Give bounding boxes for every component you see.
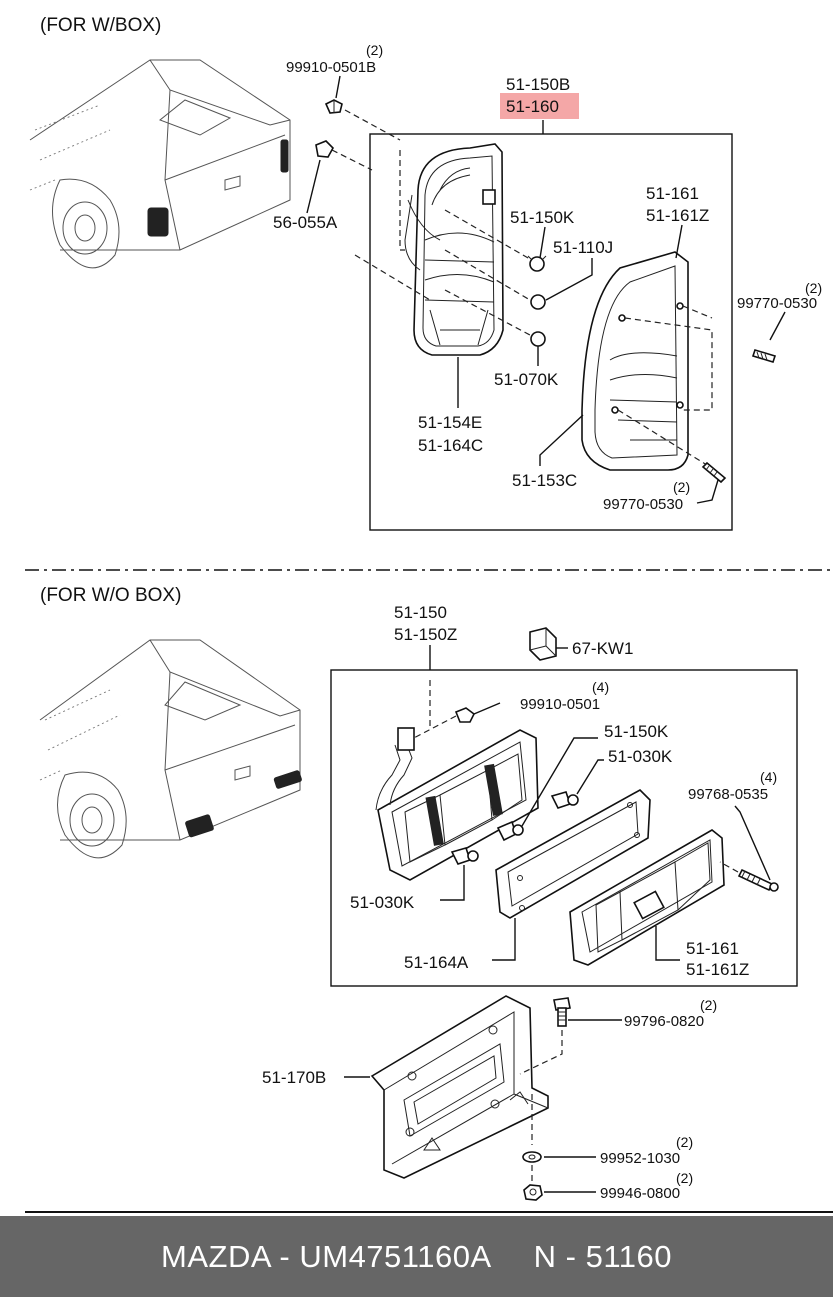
label-99770-0530-b: 99770-0530 — [603, 496, 683, 513]
truck-sketch-with-box — [29, 59, 291, 269]
label-99952-1030: 99952-1030 — [600, 1150, 680, 1167]
label-51-150K: 51-150K — [510, 208, 575, 227]
label-51-150: 51-150 — [394, 603, 447, 622]
label-qty-bolt: (2) — [700, 997, 717, 1013]
label-51-150K-b: 51-150K — [604, 722, 669, 741]
label-51-170B: 51-170B — [262, 1068, 326, 1087]
assembly-frame-with-box — [369, 133, 733, 531]
highlight-box — [500, 93, 579, 119]
label-qty-screw-b: (2) — [673, 479, 690, 495]
label-51-153C: 51-153C — [512, 471, 577, 490]
label-qty-washer: (2) — [676, 1134, 693, 1150]
label-51-110J: 51-110J — [553, 238, 613, 257]
label-51-161-b: 51-161 — [686, 939, 739, 958]
clip-icon — [324, 99, 343, 114]
label-67-KW1: 67-KW1 — [572, 639, 633, 658]
connector-icon — [529, 627, 557, 661]
label-qty-clip: (2) — [366, 42, 383, 58]
lens-without-box — [569, 829, 725, 966]
screw-icon — [751, 349, 777, 363]
bulb-51-150K-icon — [527, 255, 547, 272]
parts-diagram: (FOR W/BOX) 51-150B 51-160 (2) 99910-050… — [25, 15, 833, 1213]
gasket-without-box — [495, 789, 651, 919]
lens-with-box — [581, 251, 689, 471]
label-51-070K: 51-070K — [494, 370, 559, 389]
label-qty-nut: (2) — [676, 1170, 693, 1186]
lamp-housing-with-box — [404, 143, 504, 356]
footer-part-number: MAZDA - UM4751160A — [161, 1238, 492, 1274]
screw-icon — [701, 461, 727, 484]
label-51-164C: 51-164C — [418, 436, 483, 455]
label-qty-screw-a: (2) — [805, 280, 822, 296]
tail-lamp-location-marker — [147, 207, 169, 237]
label-51-161Z: 51-161Z — [646, 206, 709, 225]
label-99910-0501B: 99910-0501B — [286, 59, 376, 76]
label-99946-0800: 99946-0800 — [600, 1185, 680, 1202]
label-51-150Z: 51-150Z — [394, 625, 457, 644]
truck-sketch-without-box — [39, 639, 302, 859]
label-qty-clip-2: (4) — [592, 679, 609, 695]
bulb-51-030K-icon — [450, 847, 479, 865]
assembly-frame-without-box — [330, 669, 798, 987]
bulb-51-070K-icon — [530, 331, 546, 347]
clip-icon — [454, 707, 476, 723]
bolt-icon — [553, 997, 571, 1027]
label-51-030K-a: 51-030K — [608, 747, 673, 766]
nut-icon — [523, 1184, 543, 1201]
lamp-housing-without-box — [375, 727, 539, 881]
label-51-160: 51-160 — [506, 97, 559, 116]
footer-reference: N - 51160 — [533, 1238, 672, 1274]
screw-icon — [737, 868, 779, 892]
license-bracket — [370, 995, 549, 1179]
label-51-164A: 51-164A — [404, 953, 469, 972]
label-99768-0535: 99768-0535 — [688, 786, 768, 803]
bulb-51-030K-icon — [550, 791, 579, 809]
label-56-055A: 56-055A — [273, 213, 338, 232]
washer-icon — [522, 1151, 542, 1163]
label-99796-0820: 99796-0820 — [624, 1013, 704, 1030]
section-title-without-box: (FOR W/O BOX) — [40, 585, 181, 606]
footer-bar: MAZDA - UM4751160A N - 51160 — [0, 1216, 833, 1297]
bulb-51-110J-icon — [530, 294, 546, 310]
label-51-161Z-b: 51-161Z — [686, 960, 749, 979]
label-51-150B: 51-150B — [506, 75, 570, 94]
label-qty-screw-2: (4) — [760, 769, 777, 785]
section-title-with-box: (FOR W/BOX) — [40, 15, 161, 36]
label-99770-0530-a: 99770-0530 — [737, 295, 817, 312]
bulb-51-150K-icon — [496, 820, 524, 842]
label-99910-0501: 99910-0501 — [520, 696, 600, 713]
retainer-icon — [315, 140, 334, 158]
label-51-154E: 51-154E — [418, 413, 482, 432]
label-51-030K-b: 51-030K — [350, 893, 415, 912]
label-51-161: 51-161 — [646, 184, 699, 203]
